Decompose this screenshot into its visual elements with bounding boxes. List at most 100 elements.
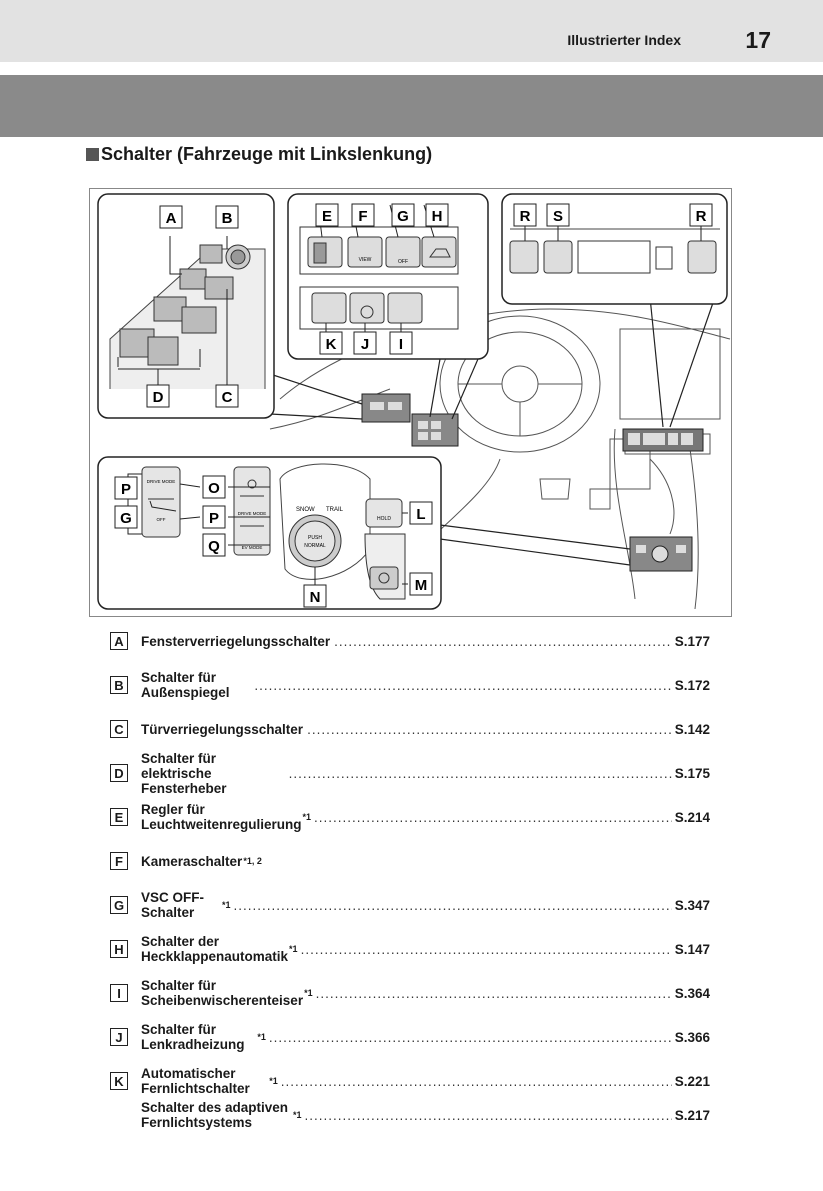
callout-Q: Q [208,538,220,555]
callout-K: K [326,336,337,353]
list-item: A Fensterverriegelungsschalter .........… [110,630,710,652]
callout-R-right: R [696,208,707,225]
item-letter-badge: K [110,1072,128,1090]
item-label: Automatischer Fernlichtschalter [141,1066,250,1096]
section-heading: Schalter (Fahrzeuge mit Linkslenkung) [86,144,432,165]
list-item: I Schalter für Scheibenwischerenteiser*1… [110,978,710,1008]
panel-instrument-switches: VIEW OFF E F G H K J I [287,193,489,360]
normal-label: NORMAL [304,543,326,549]
callout-G-top: G [397,208,409,225]
item-footnote: *1 [302,812,312,822]
panel-console-switches: DRIVE MODE OFF DRIVE MODE EV MODE SNOW T… [97,456,442,610]
callout-G-console: G [120,510,132,527]
page-reference-link[interactable]: S.366 [674,1029,710,1045]
leader-dots: ........................................… [280,1073,672,1089]
drive-mode-label-left: DRIVE MODE [147,479,176,484]
running-section-title: Illustrierter Index [567,32,681,48]
leader-dots: ........................................… [233,897,672,913]
item-label: Fensterverriegelungsschalter [141,633,331,649]
callout-C: C [222,389,233,406]
section-heading-text: Schalter (Fahrzeuge mit Linkslenkung) [101,144,433,164]
page-reference-link[interactable]: S.364 [674,985,710,1001]
leader-dots: ........................................… [314,809,672,825]
vsc-off-label: OFF [398,259,408,265]
list-item: H Schalter der Heckklappenautomatik*1 ..… [110,934,710,964]
list-item: Schalter des adaptiven Fernlichtsystems *… [110,1100,710,1130]
leader-dots: ........................................… [315,985,672,1001]
item-label: Schalter für elektrische Fensterheber [141,750,227,796]
item-footnote: *1 [304,988,313,998]
item-label: Kameraschalter [141,853,243,869]
item-label: Schalter des adaptiven Fernlichtsystems [141,1100,289,1130]
page-number: 17 [745,27,771,53]
page-reference-link[interactable]: S.172 [674,677,710,693]
list-item: B Schalter für Außenspiegel ............… [110,670,710,700]
item-footnote: *1, 2 [243,856,262,866]
trail-label: TRAIL [326,507,344,513]
callout-O: O [208,480,220,497]
item-footnote: *1 [293,1110,302,1120]
center-console-switch-bar [622,428,704,452]
push-label: PUSH [308,535,322,541]
leader-dots: ........................................… [268,1029,672,1045]
page-reference-link[interactable]: S.147 [674,941,710,957]
ev-mode-label: EV MODE [242,545,263,550]
item-label: Schalter für Lenkradheizung [141,1022,245,1052]
callout-M: M [415,577,428,594]
list-item: C Türverriegelungsschalter .............… [110,718,710,740]
hold-label: HOLD [377,516,391,522]
page-reference-link[interactable]: S.177 [674,633,710,649]
item-letter-badge [110,1106,128,1124]
page-reference-link[interactable]: S.175 [674,765,710,781]
drive-mode-label: DRIVE MODE [238,511,267,516]
callout-B: B [222,210,233,227]
page-reference-link[interactable]: S.217 [674,1107,710,1123]
door-switch-thumbnail [361,393,459,447]
list-item: E Regler für Leuchtweitenregulierung*1 .… [110,802,710,832]
item-letter-badge: H [110,940,128,958]
item-label: Schalter der Heckklappenautomatik [141,934,289,964]
page-reference-link[interactable]: S.214 [674,809,710,825]
list-item: F Kameraschalter*1, 2 . [110,850,710,872]
callout-S: S [553,208,563,225]
callout-E: E [322,208,332,225]
off-label-left: OFF [157,517,166,522]
callout-N: N [310,589,321,606]
callout-A: A [166,210,177,227]
page-reference-link[interactable]: S.221 [674,1073,710,1089]
callout-P-right: P [209,510,219,527]
list-item: D Schalter für elektrische Fensterheber … [110,751,710,796]
leader-dots: ........................................… [304,1107,672,1123]
leader-dots: ........................................… [307,721,672,737]
panel-seat-switches: R S R [501,193,728,305]
page-reference-link[interactable]: S.347 [674,897,710,913]
leader-dots: ........................................… [288,765,672,781]
view-label: VIEW [359,257,372,263]
callout-F: F [358,208,367,225]
illustration-drawing: A B D C VIEW OFF E F G H K [97,193,731,610]
console-switch-thumbnail [629,536,693,572]
list-item: J Schalter für Lenkradheizung*1 ........… [110,1022,710,1052]
item-label: Schalter für Außenspiegel [141,670,230,700]
page-reference-link[interactable]: S.142 [674,721,710,737]
item-letter-badge: E [110,808,128,826]
item-footnote: *1 [289,944,298,954]
panel-door-switches: A B D C [97,193,275,419]
item-letter-badge: B [110,676,128,694]
item-label: Schalter für Scheibenwischerenteiser [141,978,304,1008]
header-band [0,75,823,137]
item-letter-badge: J [110,1028,128,1046]
callout-H: H [432,208,443,225]
item-letter-badge: G [110,896,128,914]
leader-dots: ........................................… [300,941,672,957]
square-bullet-icon [86,148,99,161]
item-letter-badge: I [110,984,128,1002]
leader-lines [269,296,716,566]
callout-P-left: P [121,481,131,498]
item-label: Regler für Leuchtweitenregulierung [141,802,302,832]
item-label: Türverriegelungsschalter [141,721,304,737]
callout-D: D [153,389,164,406]
item-letter-badge: C [110,720,128,738]
page-header-bar [0,0,823,62]
switch-location-illustration: A B D C VIEW OFF E F G H K [89,188,732,617]
